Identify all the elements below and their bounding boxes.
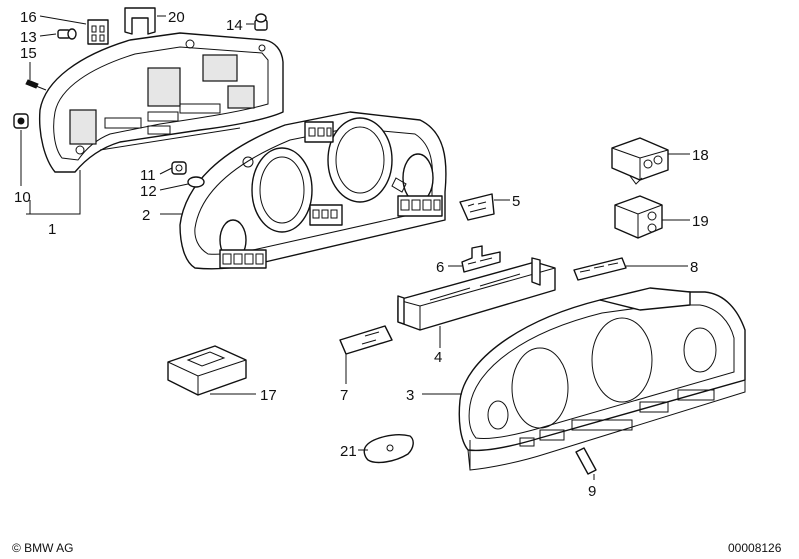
part-11-bulb-holder xyxy=(171,161,187,175)
callout-14: 14 xyxy=(226,17,243,34)
part-12-bulb xyxy=(187,176,205,188)
part-13-bulb xyxy=(57,28,77,40)
callout-15: 15 xyxy=(20,45,37,62)
part-3-front-cover xyxy=(458,287,746,471)
callout-2: 2 xyxy=(142,207,150,224)
callout-1: 1 xyxy=(48,221,56,238)
callout-8: 8 xyxy=(690,259,698,276)
part-18-connector xyxy=(611,137,669,185)
callout-17: 17 xyxy=(260,387,277,404)
footer-diagram-number: 00008126 xyxy=(728,541,782,555)
footer-copyright: © BMW AG xyxy=(12,541,74,555)
part-7-plate xyxy=(339,325,393,362)
callout-6: 6 xyxy=(436,259,444,276)
part-2-gauge-carrier xyxy=(179,111,447,270)
callout-4: 4 xyxy=(434,349,442,366)
leader-lines xyxy=(20,15,690,480)
callout-7: 7 xyxy=(340,387,348,404)
part-1-rear-housing xyxy=(38,32,284,173)
callout-18: 18 xyxy=(692,147,709,164)
callout-19: 19 xyxy=(692,213,709,230)
part-8-plate xyxy=(573,257,627,281)
callout-9: 9 xyxy=(588,483,596,500)
part-19-connector xyxy=(614,195,663,239)
callout-20: 20 xyxy=(168,9,185,26)
part-21-plate xyxy=(363,434,414,464)
callout-21: 21 xyxy=(340,443,357,460)
callout-16: 16 xyxy=(20,9,37,26)
part-9-pin xyxy=(575,447,597,475)
callout-13: 13 xyxy=(20,29,37,46)
part-20-bracket xyxy=(124,7,156,35)
callout-labels: 16 20 13 14 15 10 1 11 12 2 18 5 19 6 8 … xyxy=(14,9,709,500)
part-10-socket xyxy=(13,113,29,129)
callout-11: 11 xyxy=(140,167,156,184)
callout-5: 5 xyxy=(512,193,520,210)
part-6-plate xyxy=(461,245,501,273)
callout-10: 10 xyxy=(14,189,31,206)
callout-12: 12 xyxy=(140,183,157,200)
part-4-light-guide xyxy=(397,257,556,331)
part-14-bulb xyxy=(254,13,268,31)
part-17-module xyxy=(167,345,247,396)
part-15-screw xyxy=(25,79,47,91)
part-16-connector xyxy=(87,19,109,45)
callout-3: 3 xyxy=(406,387,414,404)
part-5-plate xyxy=(459,193,495,221)
